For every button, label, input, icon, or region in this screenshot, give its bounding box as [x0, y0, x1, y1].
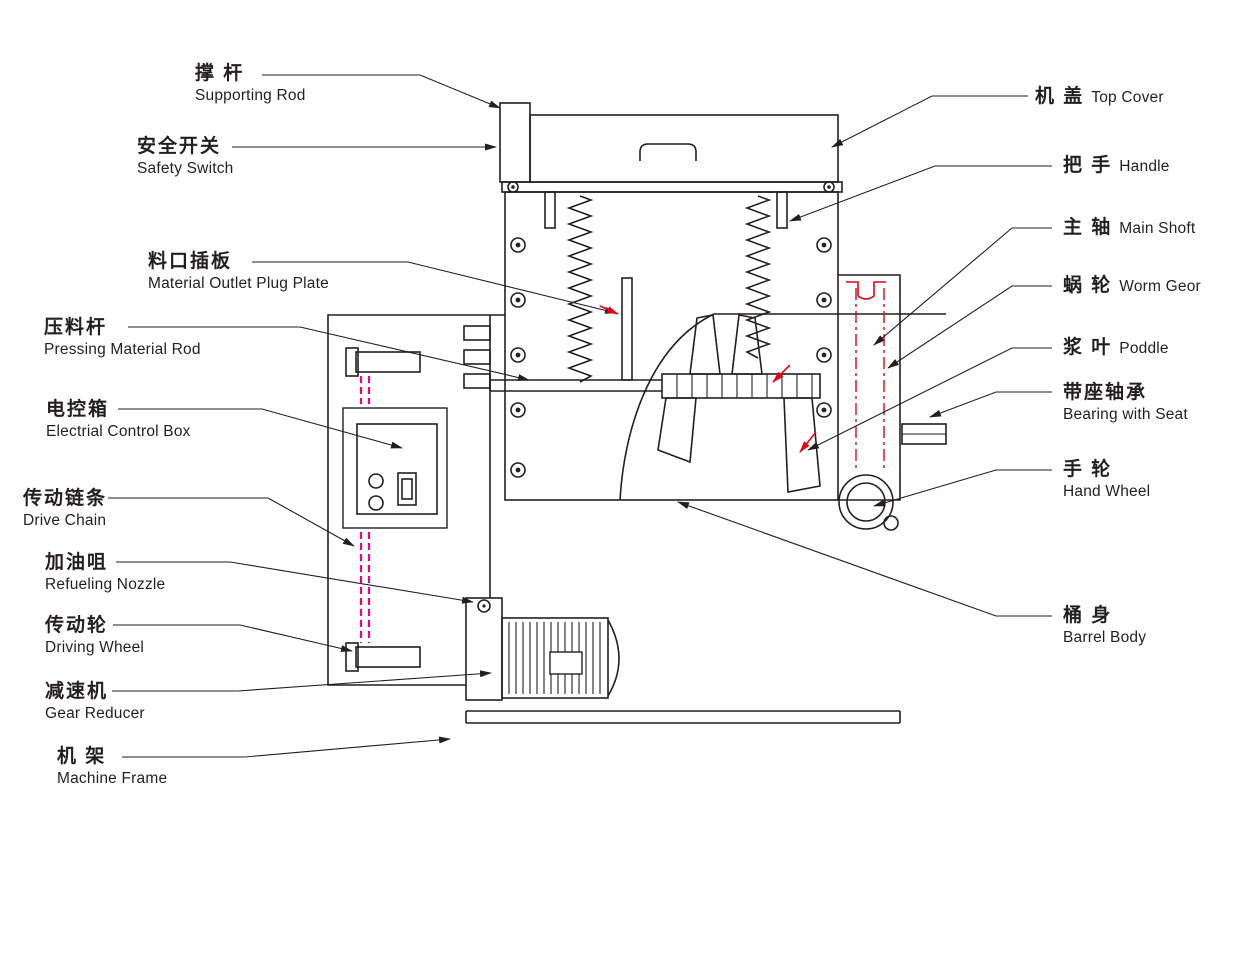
label-handle: 把 手 Handle — [1063, 154, 1170, 178]
worm-yoke-drawing — [846, 281, 886, 300]
label-driving-wheel-zh: 传动轮 — [45, 615, 109, 636]
label-handle-zh: 把 手 — [1063, 155, 1113, 176]
label-electrical-control-box-zh: 电控箱 — [46, 399, 110, 420]
material-outlet-plug-plate-drawing — [621, 277, 633, 381]
machine-frame-drawing — [465, 710, 901, 724]
label-electrical-control-box: 电控箱 Electrial Control Box — [46, 398, 191, 443]
bearing-with-seat-drawing — [901, 423, 947, 445]
driving-wheel-drawing — [345, 347, 421, 672]
main-shaft-centerlines — [855, 288, 885, 472]
label-refueling-nozzle-en: Refueling Nozzle — [45, 576, 166, 593]
label-worm-gear: 蜗 轮 Worm Geor — [1063, 274, 1201, 298]
label-material-outlet-plug-plate: 料口插板 Material Outlet Plug Plate — [148, 250, 329, 295]
control-box-drawing — [342, 407, 448, 529]
stand-drawing — [327, 314, 505, 686]
label-safety-switch: 安全开关 Safety Switch — [137, 135, 234, 180]
label-drive-chain-en: Drive Chain — [23, 512, 107, 529]
label-paddle-en: Poddle — [1119, 340, 1169, 357]
label-worm-gear-zh: 蜗 轮 — [1063, 275, 1113, 296]
label-refueling-nozzle: 加油咀 Refueling Nozzle — [45, 551, 165, 596]
label-top-cover-zh: 机 盖 — [1035, 86, 1085, 107]
top-cover-drawing — [501, 114, 843, 193]
label-worm-gear-en: Worm Geor — [1119, 278, 1201, 295]
barrel-body-drawing — [619, 313, 946, 501]
label-bearing-with-seat-en: Bearing with Seat — [1063, 406, 1188, 423]
refueling-nozzle-drawing — [477, 599, 491, 613]
hand-wheel-drawing — [838, 474, 899, 531]
label-machine-frame-en: Machine Frame — [57, 770, 168, 787]
label-gear-reducer: 减速机 Gear Reducer — [45, 680, 145, 725]
label-refueling-nozzle-zh: 加油咀 — [45, 552, 109, 573]
label-supporting-rod-zh: 撑 杆 — [195, 63, 245, 84]
label-pressing-material-rod: 压料杆 Pressing Material Rod — [44, 316, 201, 361]
label-safety-switch-en: Safety Switch — [137, 160, 234, 177]
agitator-shaft-drawing — [661, 373, 821, 399]
paddles-drawing — [657, 314, 821, 493]
machine-body-drawing — [504, 191, 839, 501]
leader-lines — [108, 74, 1052, 758]
label-top-cover: 机 盖 Top Cover — [1035, 85, 1164, 109]
red-pointer-arrows — [599, 305, 817, 453]
handle-drawing — [639, 143, 697, 161]
label-machine-frame-zh: 机 架 — [57, 746, 107, 767]
drive-chain-drawing — [359, 376, 371, 643]
label-electrical-control-box-en: Electrial Control Box — [46, 423, 191, 440]
label-barrel-body: 桶 身 Barrel Body — [1063, 604, 1146, 649]
label-driving-wheel: 传动轮 Driving Wheel — [45, 614, 144, 659]
gear-reducer-motor-drawing — [465, 597, 620, 701]
label-barrel-body-en: Barrel Body — [1063, 629, 1147, 646]
label-pressing-material-rod-en: Pressing Material Rod — [44, 341, 201, 358]
label-bearing-with-seat-zh: 带座轴承 — [1063, 382, 1148, 403]
label-barrel-body-zh: 桶 身 — [1063, 605, 1113, 626]
label-paddle: 浆 叶 Poddle — [1063, 336, 1169, 360]
label-main-shaft-zh: 主 轴 — [1063, 217, 1113, 238]
label-drive-chain: 传动链条 Drive Chain — [23, 487, 107, 532]
label-driving-wheel-en: Driving Wheel — [45, 639, 145, 656]
pressing-material-rod-drawing — [489, 379, 662, 392]
label-main-shaft-en: Main Shoft — [1119, 220, 1196, 237]
label-supporting-rod: 撑 杆 Supporting Rod — [195, 62, 306, 107]
label-gear-reducer-en: Gear Reducer — [45, 705, 145, 722]
springs-drawing — [566, 195, 772, 383]
label-pressing-material-rod-zh: 压料杆 — [44, 317, 108, 338]
label-hand-wheel-en: Hand Wheel — [1063, 483, 1151, 500]
label-gear-reducer-zh: 减速机 — [45, 681, 109, 702]
label-supporting-rod-en: Supporting Rod — [195, 87, 306, 104]
label-top-cover-en: Top Cover — [1091, 89, 1164, 106]
label-paddle-zh: 浆 叶 — [1063, 337, 1113, 358]
label-bearing-with-seat: 带座轴承 Bearing with Seat — [1063, 381, 1188, 426]
label-hand-wheel: 手 轮 Hand Wheel — [1063, 458, 1150, 503]
label-material-outlet-plug-plate-zh: 料口插板 — [148, 251, 233, 272]
label-main-shaft: 主 轴 Main Shoft — [1063, 216, 1195, 240]
label-hand-wheel-zh: 手 轮 — [1063, 459, 1113, 480]
supporting-rod-drawing — [499, 102, 531, 183]
label-safety-switch-zh: 安全开关 — [137, 136, 222, 157]
label-material-outlet-plug-plate-en: Material Outlet Plug Plate — [148, 275, 329, 292]
label-machine-frame: 机 架 Machine Frame — [57, 745, 167, 790]
label-drive-chain-zh: 传动链条 — [23, 488, 108, 509]
label-handle-en: Handle — [1119, 158, 1170, 175]
worm-gear-housing-drawing — [838, 274, 901, 501]
